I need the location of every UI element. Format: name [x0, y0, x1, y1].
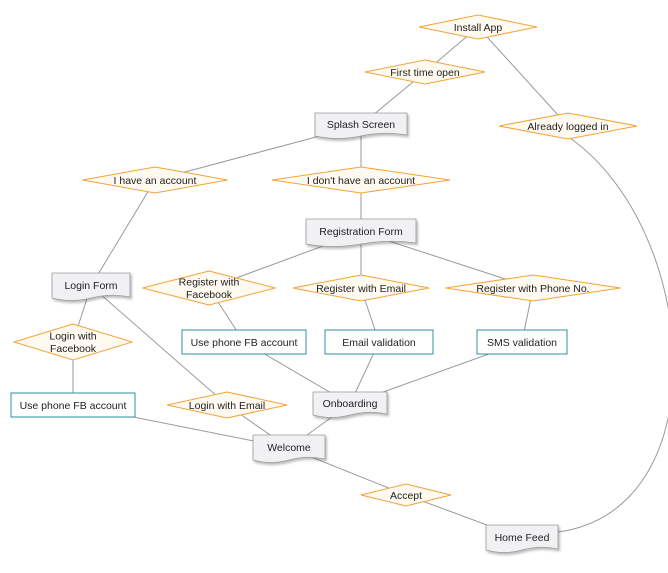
node-label-donthave: I don't have an account — [307, 175, 415, 187]
decision-diamond — [271, 166, 451, 194]
decision-node-first: First time open — [364, 59, 486, 85]
screen-shape — [312, 391, 388, 418]
node-label-usefb2: Use phone FB account — [20, 400, 127, 412]
decision-diamond — [292, 274, 430, 302]
node-label-regphone: Register with Phone No. — [476, 283, 589, 295]
screen-node-splash: Splash Screen — [314, 112, 408, 139]
decision-diamond — [12, 323, 134, 361]
screen-node-homefeed: Home Feed — [485, 524, 559, 553]
decision-diamond — [142, 270, 276, 306]
decision-node-donthave: I don't have an account — [271, 166, 451, 194]
decision-node-accept: Accept — [360, 483, 452, 507]
node-label-loginemail: Login with Email — [189, 400, 265, 412]
node-label-first: First time open — [390, 67, 460, 79]
node-label-splash: Splash Screen — [327, 119, 395, 131]
decision-node-have: I have an account — [82, 166, 228, 194]
screen-shape — [51, 272, 131, 301]
screen-node-onboarding: Onboarding — [312, 391, 388, 418]
action-box — [10, 392, 136, 418]
decision-node-already: Already logged in — [498, 112, 638, 140]
decision-node-install: Install App — [418, 14, 538, 40]
decision-diamond — [445, 274, 621, 302]
decision-diamond — [166, 391, 288, 419]
action-node-smsval: SMS validation — [476, 329, 568, 355]
action-node-usefb2: Use phone FB account — [10, 392, 136, 418]
edge-loginform-to-loginemail — [90, 285, 228, 406]
node-label-have: I have an account — [114, 175, 197, 187]
action-node-emailval: Email validation — [324, 329, 434, 355]
decision-node-regphone: Register with Phone No. — [445, 274, 621, 302]
decision-diamond — [364, 59, 486, 85]
edge-have-to-loginform — [90, 179, 156, 287]
node-label-regemail: Register with Email — [316, 283, 406, 295]
node-label-regform: Registration Form — [319, 226, 403, 238]
action-node-usefb1: Use phone FB account — [181, 329, 307, 355]
node-label-emailval: Email validation — [342, 337, 416, 349]
screen-node-welcome: Welcome — [252, 434, 326, 463]
action-box — [181, 329, 307, 355]
screen-shape — [314, 112, 408, 139]
node-label-install: Install App — [454, 22, 503, 34]
edge-already-to-homefeed — [557, 137, 668, 533]
node-label-onboarding: Onboarding — [323, 398, 378, 410]
edge-install-to-already — [477, 26, 569, 127]
node-label-homefeed: Home Feed — [495, 532, 550, 544]
decision-diamond — [418, 14, 538, 40]
action-box — [476, 329, 568, 355]
screen-shape — [305, 218, 417, 247]
decision-node-loginemail: Login with Email — [166, 391, 288, 419]
screen-shape — [485, 524, 559, 553]
decision-diamond — [498, 112, 638, 140]
node-label-welcome: Welcome — [267, 442, 311, 454]
decision-diamond — [82, 166, 228, 194]
screen-node-regform: Registration Form — [305, 218, 417, 247]
node-label-usefb1: Use phone FB account — [191, 337, 298, 349]
screen-shape — [252, 434, 326, 463]
node-label-already: Already logged in — [527, 121, 608, 133]
node-label-smsval: SMS validation — [487, 337, 557, 349]
node-label-accept: Accept — [390, 490, 422, 502]
decision-node-regemail: Register with Email — [292, 274, 430, 302]
decision-diamond — [360, 483, 452, 507]
action-box — [324, 329, 434, 355]
screen-node-loginform: Login Form — [51, 272, 131, 301]
node-label-loginform: Login Form — [64, 280, 117, 292]
